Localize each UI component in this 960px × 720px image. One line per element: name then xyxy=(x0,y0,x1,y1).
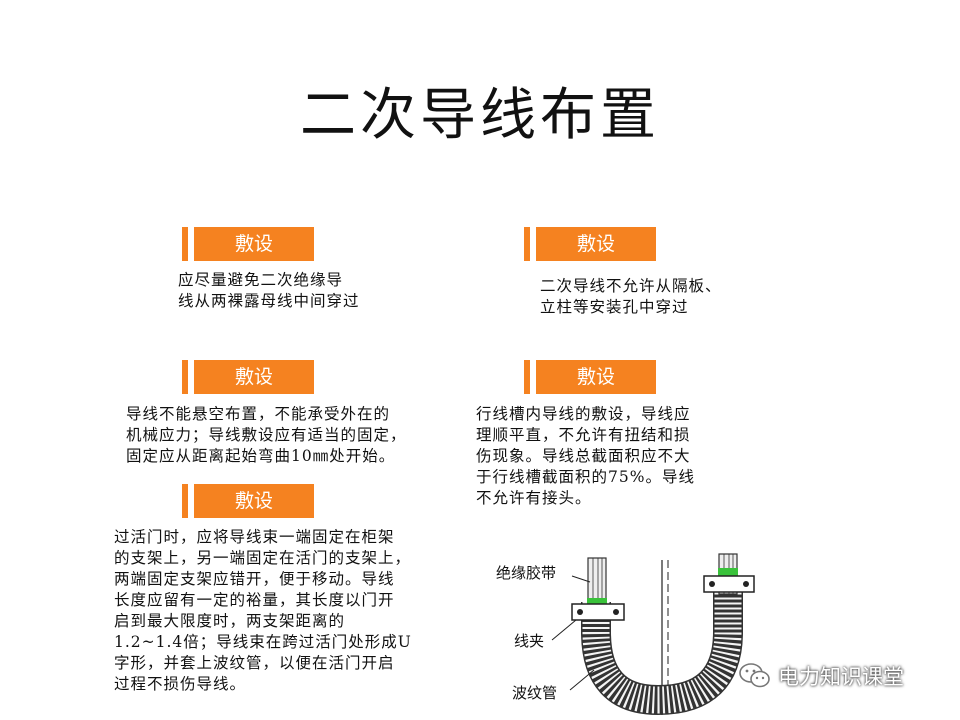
leader-clamp xyxy=(551,619,577,641)
u-bundle-diagram: 绝缘胶带 线夹 波纹管 xyxy=(496,553,755,716)
section-text-4: 行线槽内导线的敷设，导线应 理顺平直，不允许有扭结和损 伤现象。导线总截面积应不… xyxy=(476,405,695,507)
watermark-text: 电力知识课堂 xyxy=(778,665,904,689)
tag-accent-bar xyxy=(524,227,530,261)
right-clamp xyxy=(703,575,755,593)
tag-label: 敷设 xyxy=(194,484,314,518)
section-text-1: 应尽量避免二次绝缘导 线从两裸露母线中间穿过 xyxy=(178,271,360,310)
left-clamp xyxy=(571,603,625,621)
tag-accent-bar xyxy=(182,227,188,261)
tag-accent-bar xyxy=(524,360,530,394)
label-clamp: 线夹 xyxy=(514,632,544,650)
label-insulating-tape: 绝缘胶带 xyxy=(496,564,556,582)
right-insulating-tape xyxy=(718,568,738,576)
tag-accent-bar xyxy=(182,484,188,518)
leader-tape xyxy=(571,575,591,583)
section-text-2: 二次导线不允许从隔板、 立柱等安装孔中穿过 xyxy=(540,277,722,316)
section-text-5: 过活门时，应将导线束一端固定在柜架 的支架上，另一端固定在活门的支架上， 两端固… xyxy=(114,528,412,693)
corrugated-tube xyxy=(582,592,742,714)
label-corrugated-tube: 波纹管 xyxy=(512,684,557,702)
watermark: 电力知识课堂 xyxy=(738,656,904,696)
tag-label: 敷设 xyxy=(536,227,656,261)
tag-label: 敷设 xyxy=(536,360,656,394)
wechat-icon xyxy=(739,663,770,688)
tag-label: 敷设 xyxy=(194,227,314,261)
leader-tube xyxy=(569,669,595,691)
left-insulating-tape xyxy=(587,598,607,606)
page-title: 二次导线布置 xyxy=(300,83,660,148)
section-text-3: 导线不能悬空布置，不能承受外在的 机械应力；导线敷设应有适当的固定， 固定应从距… xyxy=(126,405,407,465)
tag-accent-bar xyxy=(182,360,188,394)
tag-label: 敷设 xyxy=(194,360,314,394)
